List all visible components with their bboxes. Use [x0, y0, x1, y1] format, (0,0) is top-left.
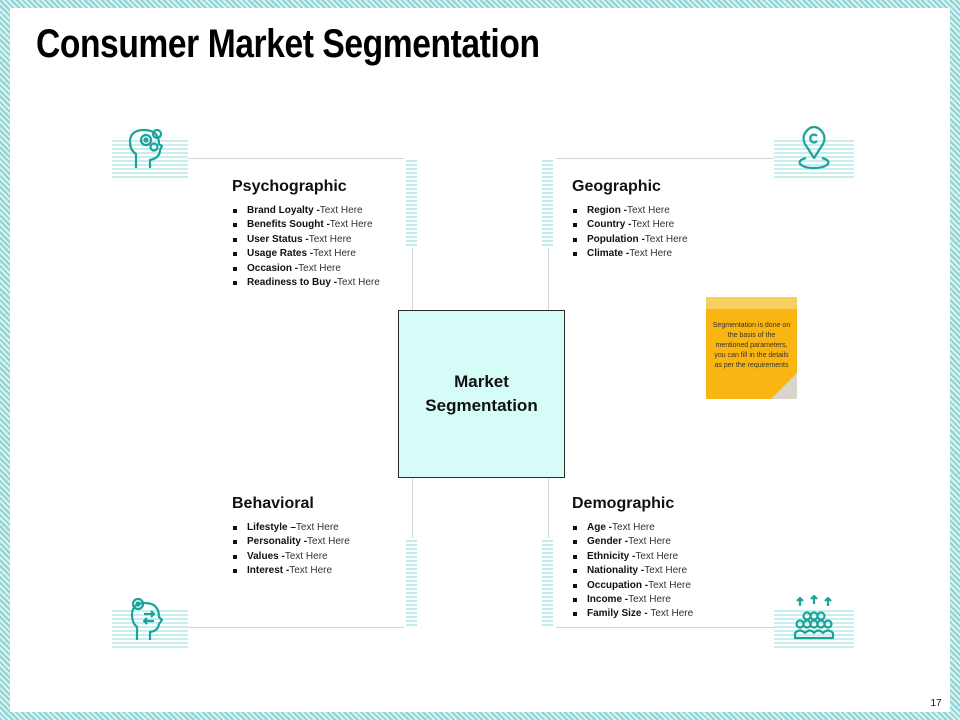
sticky-note: Segmentation is done on the basis of the…: [706, 297, 797, 399]
geographic-heading: Geographic: [572, 178, 661, 195]
list-item: Brand Loyalty -Text Here: [232, 204, 380, 218]
connector-top-left: [412, 248, 413, 310]
behavioral-list: Lifestyle –Text Here Personality -Text H…: [232, 521, 350, 579]
demographic-heading: Demographic: [572, 495, 675, 512]
behavioral-heading: Behavioral: [232, 495, 314, 512]
market-segmentation-box: Market Segmentation: [398, 310, 565, 478]
list-item: Usage Rates -Text Here: [232, 247, 380, 261]
list-item: Personality -Text Here: [232, 535, 350, 549]
connector-bottom-left: [412, 477, 413, 539]
icon-backdrop: [112, 138, 188, 178]
stripe-accent: [542, 160, 553, 246]
list-item: Benefits Sought -Text Here: [232, 218, 380, 232]
center-label: Market Segmentation: [425, 372, 538, 415]
list-item: Lifestyle –Text Here: [232, 521, 350, 535]
list-item: Age -Text Here: [572, 521, 693, 535]
connector-bottom-right: [548, 477, 549, 539]
list-item: Values -Text Here: [232, 550, 350, 564]
list-item: Population -Text Here: [572, 233, 688, 247]
head-gear-arrows-icon: [130, 597, 164, 640]
divider-top-right: [556, 158, 800, 159]
geographic-list: Region -Text Here Country -Text Here Pop…: [572, 204, 688, 262]
location-pin-icon: [798, 125, 830, 170]
list-item: Nationality -Text Here: [572, 564, 693, 578]
slide: Consumer Market Segmentation Psychograph: [10, 8, 950, 712]
list-item: Income -Text Here: [572, 593, 693, 607]
list-item: Ethnicity -Text Here: [572, 550, 693, 564]
list-item: Country -Text Here: [572, 218, 688, 232]
stripe-accent: [406, 160, 417, 246]
connector-top-right: [548, 248, 549, 310]
list-item: Gender -Text Here: [572, 535, 693, 549]
stripe-accent: [406, 538, 417, 626]
divider-bottom-right: [556, 627, 800, 628]
demographic-list: Age -Text Here Gender -Text Here Ethnici…: [572, 521, 693, 622]
list-item: Family Size - Text Here: [572, 607, 693, 621]
page-title: Consumer Market Segmentation: [36, 22, 540, 66]
list-item: Readiness to Buy -Text Here: [232, 276, 380, 290]
list-item: Interest -Text Here: [232, 564, 350, 578]
list-item: Occupation -Text Here: [572, 579, 693, 593]
psychographic-list: Brand Loyalty -Text Here Benefits Sought…: [232, 204, 380, 290]
divider-top-left: [160, 158, 404, 159]
list-item: Climate -Text Here: [572, 247, 688, 261]
list-item: Occasion -Text Here: [232, 262, 380, 276]
people-group-icon: [793, 594, 835, 640]
list-item: User Status -Text Here: [232, 233, 380, 247]
stripe-accent: [542, 538, 553, 626]
page-number: 17: [926, 696, 946, 712]
head-gears-icon: [128, 128, 164, 168]
list-item: Region -Text Here: [572, 204, 688, 218]
sticky-note-text: Segmentation is done on the basis of the…: [712, 322, 791, 369]
divider-bottom-left: [160, 627, 404, 628]
psychographic-heading: Psychographic: [232, 178, 347, 195]
